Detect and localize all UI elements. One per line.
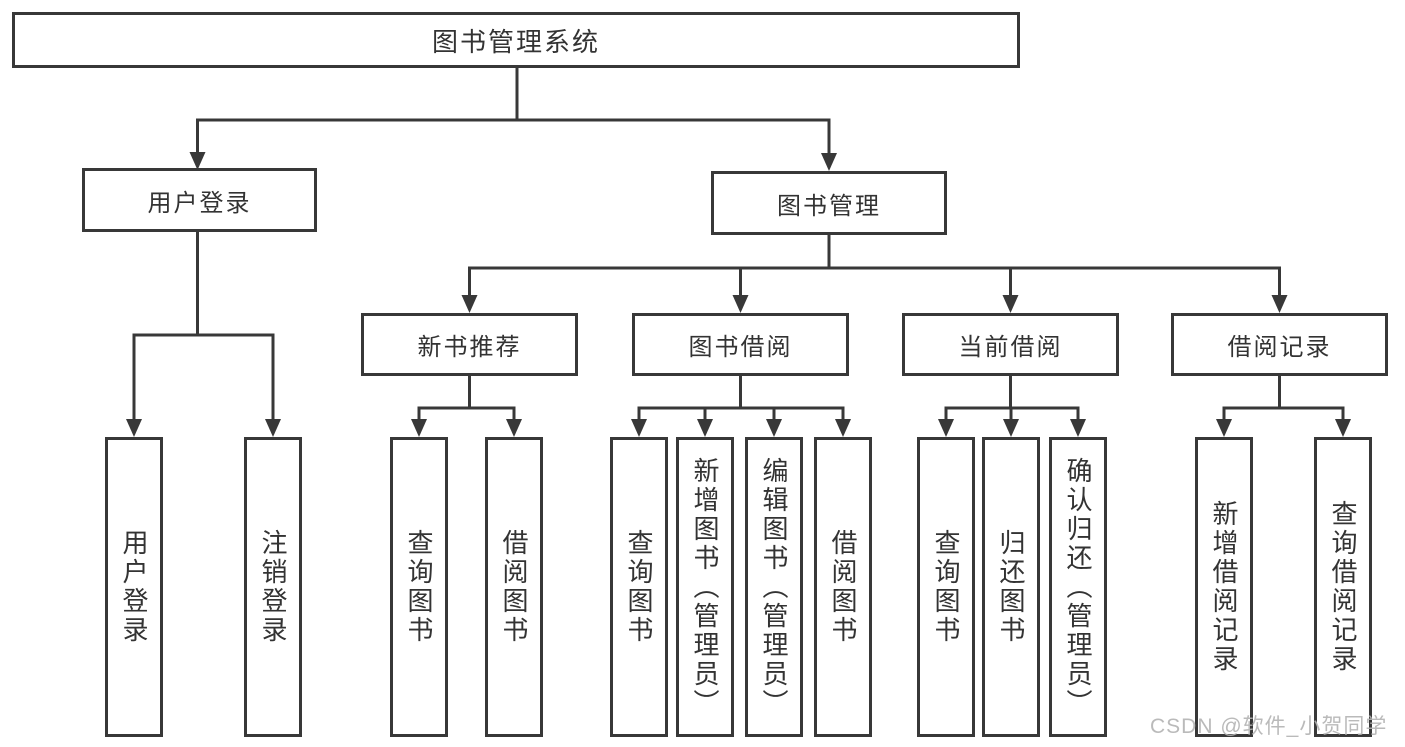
connector-borrow-records	[1222, 374, 1345, 427]
leaf-query-books-1: 查询图书	[390, 437, 448, 737]
leaf-add-borrow-record: 新增借阅记录	[1195, 437, 1253, 737]
arrow-icon	[265, 419, 281, 437]
node-user-login-label: 用户登录	[147, 189, 252, 217]
arrow-icon	[411, 419, 427, 437]
arrow-icon	[1335, 419, 1351, 437]
connector-book-management	[468, 233, 1281, 303]
leaf-query-books-2-label: 查询图书	[624, 529, 654, 645]
leaf-confirm-return-admin-label: 确认归还（管理员）	[1063, 456, 1093, 718]
arrow-icon	[631, 419, 647, 437]
leaf-borrow-books-1: 借阅图书	[485, 437, 543, 737]
arrow-icon	[1003, 419, 1019, 437]
arrow-icon	[938, 419, 954, 437]
leaf-confirm-return-admin: 确认归还（管理员）	[1049, 437, 1107, 737]
node-book-borrow: 图书借阅	[632, 313, 849, 376]
node-book-borrow-label: 图书借阅	[688, 334, 793, 361]
leaf-edit-book-admin: 编辑图书（管理员）	[745, 437, 803, 737]
leaf-add-book-admin-label: 新增图书（管理员）	[690, 456, 720, 718]
connector-current-borrow	[944, 374, 1080, 427]
node-root: 图书管理系统	[12, 12, 1020, 68]
csdn-watermark: CSDN @软件_小贺同学	[1150, 715, 1388, 738]
leaf-query-books-3-label: 查询图书	[931, 529, 961, 645]
arrow-icon	[835, 419, 851, 437]
leaf-return-book: 归还图书	[982, 437, 1040, 737]
connector-book-borrow	[637, 374, 845, 427]
leaf-edit-book-admin-label: 编辑图书（管理员）	[759, 456, 789, 718]
leaf-add-borrow-record-label: 新增借阅记录	[1209, 500, 1239, 674]
connector-root	[196, 66, 831, 161]
node-book-management-label: 图书管理	[777, 192, 881, 220]
leaf-query-books-1-label: 查询图书	[404, 529, 434, 645]
leaf-borrow-books-2: 借阅图书	[814, 437, 872, 737]
node-borrow-records-label: 借阅记录	[1227, 334, 1332, 361]
arrow-icon	[1002, 295, 1019, 313]
leaf-query-borrow-record: 查询借阅记录	[1314, 437, 1372, 737]
arrow-icon	[1070, 419, 1086, 437]
leaf-user-login-label: 用户登录	[119, 529, 149, 645]
node-user-login: 用户登录	[82, 168, 317, 232]
connector-new-book	[417, 374, 516, 427]
arrow-icon	[506, 419, 522, 437]
arrow-icon	[697, 419, 713, 437]
node-new-book-recommend-label: 新书推荐	[417, 334, 522, 361]
leaf-logout-label: 注销登录	[258, 529, 288, 645]
leaf-borrow-books-2-label: 借阅图书	[828, 529, 858, 645]
node-new-book-recommend: 新书推荐	[361, 313, 578, 376]
arrow-icon	[189, 152, 206, 170]
node-root-label: 图书管理系统	[431, 26, 600, 57]
arrowheads	[126, 152, 1351, 437]
leaf-query-books-3: 查询图书	[917, 437, 975, 737]
arrow-icon	[821, 153, 837, 171]
arrow-icon	[1271, 295, 1288, 313]
node-book-management: 图书管理	[711, 171, 947, 235]
arrow-icon	[766, 419, 782, 437]
node-current-borrow-label: 当前借阅	[958, 334, 1063, 361]
arrow-icon	[732, 295, 749, 313]
node-current-borrow: 当前借阅	[902, 313, 1119, 376]
node-borrow-records: 借阅记录	[1171, 313, 1388, 376]
leaf-query-books-2: 查询图书	[610, 437, 668, 737]
leaf-query-borrow-record-label: 查询借阅记录	[1328, 500, 1358, 674]
leaf-borrow-books-1-label: 借阅图书	[499, 529, 529, 645]
arrow-icon	[461, 295, 478, 313]
leaf-add-book-admin: 新增图书（管理员）	[676, 437, 734, 737]
arrow-icon	[126, 419, 142, 437]
connector-user-login	[132, 230, 275, 427]
leaf-user-login: 用户登录	[105, 437, 163, 737]
leaf-logout: 注销登录	[244, 437, 302, 737]
leaf-return-book-label: 归还图书	[996, 529, 1026, 645]
arrow-icon	[1216, 419, 1232, 437]
